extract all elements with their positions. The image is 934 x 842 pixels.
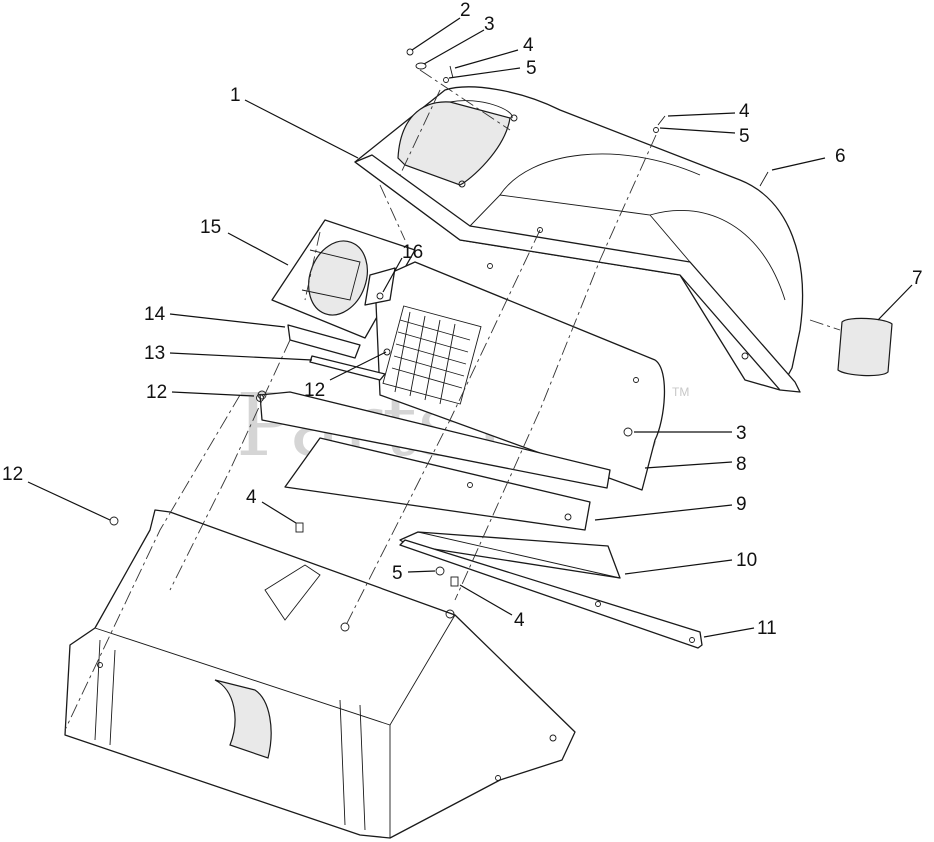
callout-11: 11 — [757, 618, 777, 639]
callout-13: 13 — [144, 343, 165, 364]
alignment-lines — [64, 69, 841, 731]
callout-4: 4 — [523, 35, 534, 56]
part-decal — [837, 317, 893, 377]
callout-6: 6 — [835, 146, 846, 167]
callout-7: 7 — [912, 268, 923, 289]
callout-4: 4 — [739, 101, 750, 122]
watermark-trademark: TM — [672, 385, 689, 399]
callout-12: 12 — [304, 380, 325, 401]
callout-5: 5 — [739, 126, 750, 147]
callout-14: 14 — [144, 304, 166, 325]
leader-lines — [27, 17, 913, 638]
callout-4: 4 — [514, 610, 525, 631]
part-long-bar — [399, 539, 703, 649]
callout-3: 3 — [736, 423, 747, 444]
callout-4: 4 — [246, 487, 257, 508]
callout-5: 5 — [526, 58, 537, 79]
callout-3: 3 — [484, 14, 495, 35]
callout-2: 2 — [460, 0, 471, 21]
part-screen-panel — [374, 261, 666, 491]
callout-12: 12 — [2, 464, 23, 485]
part-small-brackets — [287, 267, 396, 381]
part-lower-housing — [64, 509, 576, 839]
callout-5: 5 — [392, 563, 403, 584]
callout-1: 1 — [230, 85, 241, 106]
part-hood — [354, 86, 804, 393]
part-mount-bracket — [284, 437, 591, 531]
callout-8: 8 — [736, 454, 747, 475]
callout-12: 12 — [146, 382, 167, 403]
callout-15: 15 — [200, 217, 221, 238]
callout-10: 10 — [736, 550, 757, 571]
callout-labels: 2 3 4 5 1 4 5 6 15 16 7 14 13 12 12 3 8 … — [2, 0, 923, 639]
callout-9: 9 — [736, 494, 747, 515]
callout-16: 16 — [402, 242, 423, 263]
